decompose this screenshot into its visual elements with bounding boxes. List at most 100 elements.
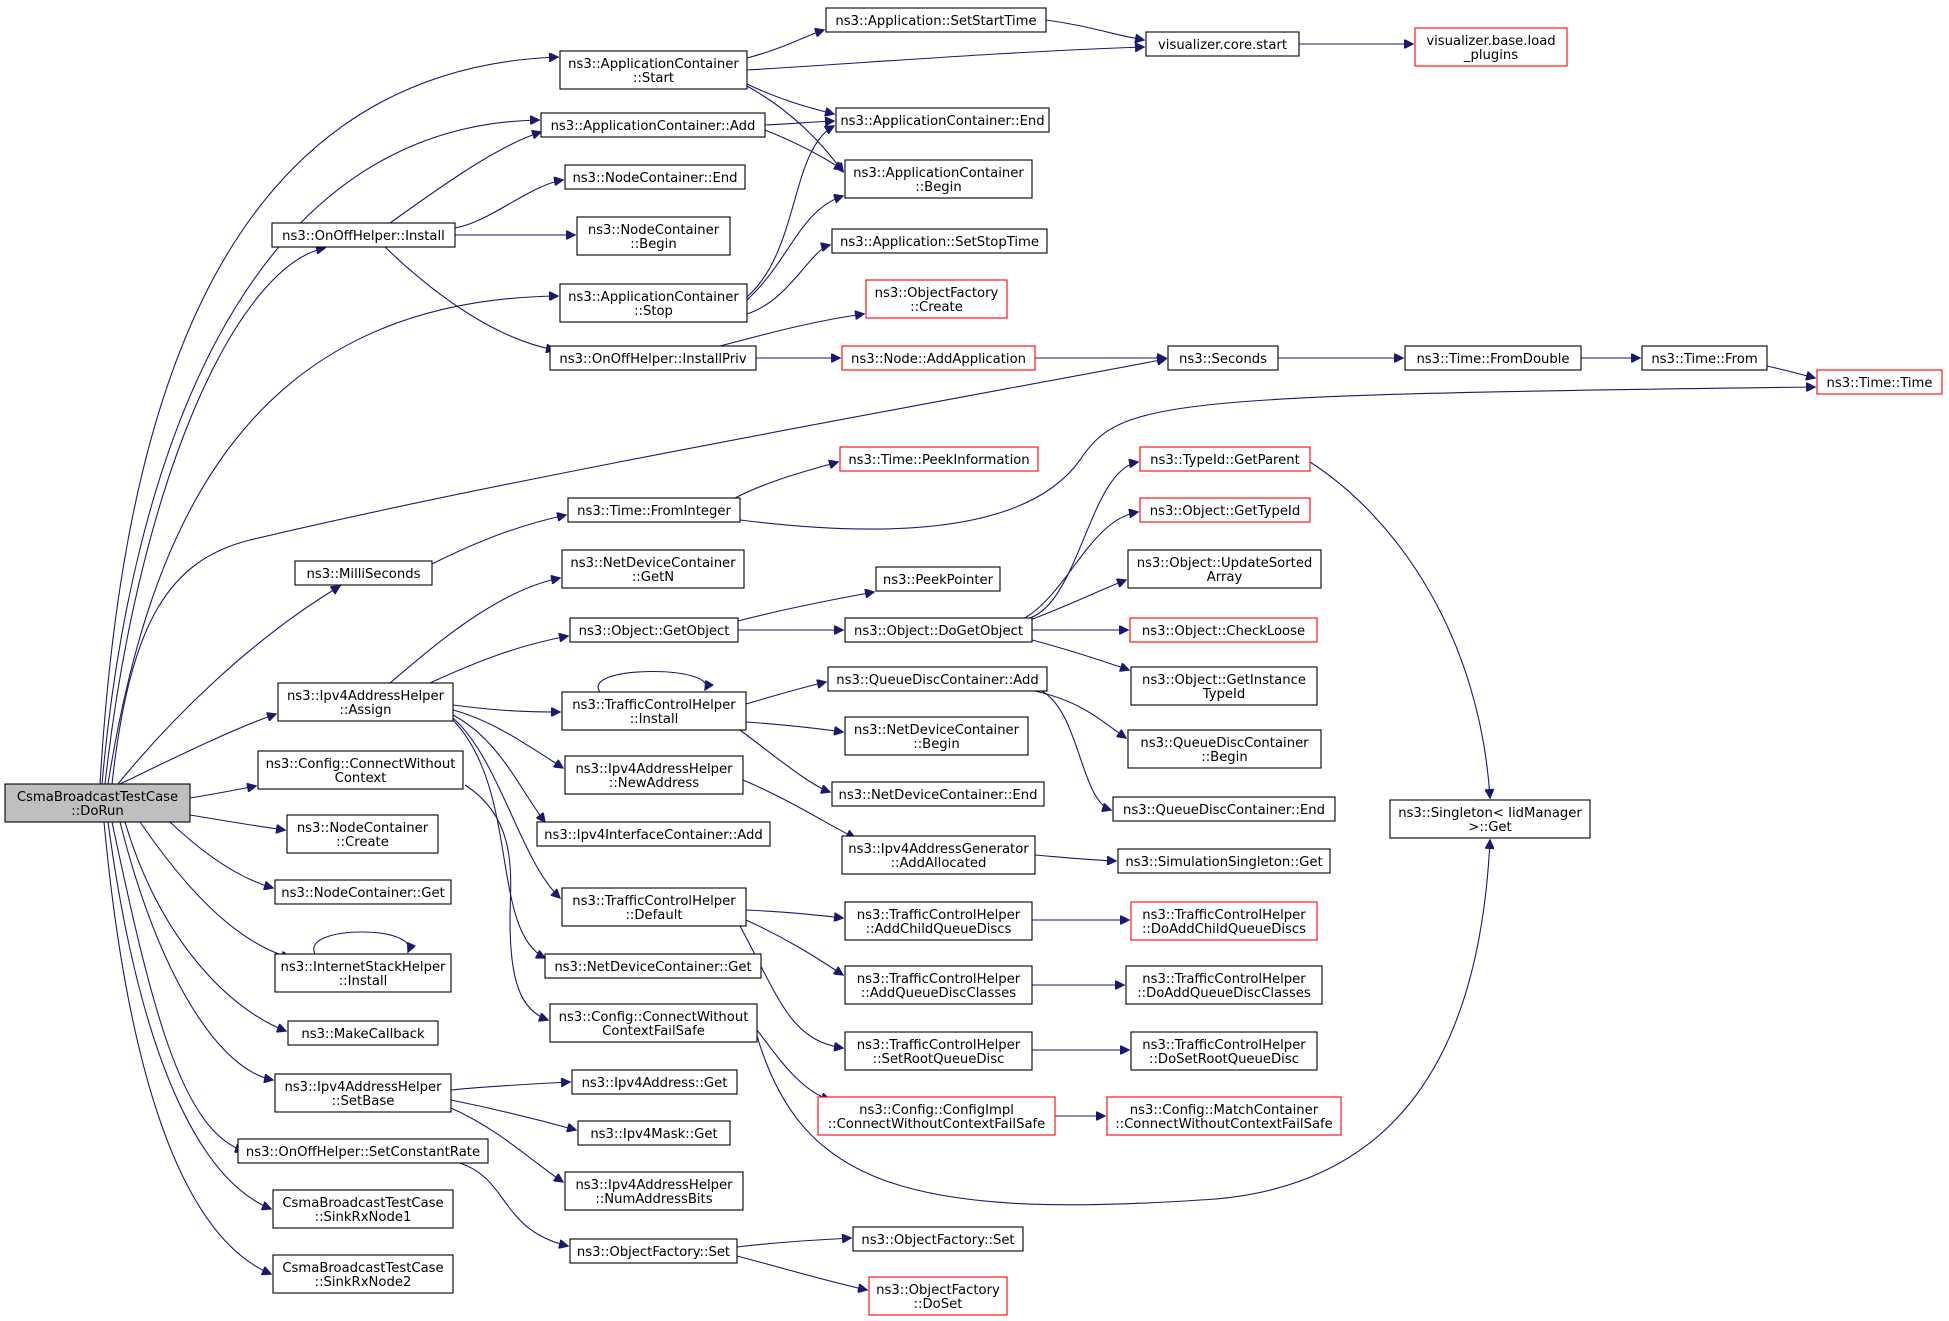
node-appBegin[interactable]: ns3::ApplicationContainer::Begin <box>844 159 1033 199</box>
node-appStop[interactable]: ns3::ApplicationContainer::Stop <box>559 283 748 323</box>
node-ndcGet[interactable]: ns3::NetDeviceContainer::Get <box>544 953 762 979</box>
node-peekInfo[interactable]: ns3::Time::PeekInformation <box>839 446 1039 472</box>
node-qdcEnd[interactable]: ns3::QueueDiscContainer::End <box>1112 796 1336 822</box>
node-box <box>1641 345 1768 371</box>
edge-getParent-to-singleton <box>1309 461 1490 798</box>
node-label-line: ::GetN <box>632 570 674 585</box>
node-setStop[interactable]: ns3::Application::SetStopTime <box>831 228 1048 254</box>
node-ncGet[interactable]: ns3::NodeContainer::Get <box>274 879 452 905</box>
node-ipv4MaskGet[interactable]: ns3::Ipv4Mask::Get <box>577 1120 731 1146</box>
node-vizStart[interactable]: visualizer.core.start <box>1145 31 1300 57</box>
node-ishInstall[interactable]: ns3::InternetStackHelper::Install <box>274 953 452 993</box>
node-cfgFailSafe[interactable]: ns3::Config::ConnectWithoutContextFailSa… <box>549 1003 758 1043</box>
node-cfgConnect[interactable]: ns3::Config::ConnectWithoutContext <box>257 750 464 790</box>
node-box <box>875 566 1001 592</box>
node-ipv4Assign[interactable]: ns3::Ipv4AddressHelper::Assign <box>277 682 454 722</box>
node-simSingleton[interactable]: ns3::SimulationSingleton::Get <box>1117 848 1331 874</box>
node-getObject[interactable]: ns3::Object::GetObject <box>569 617 739 643</box>
node-label-line: ns3::NodeContainer::End <box>572 171 737 186</box>
node-ndcEnd[interactable]: ns3::NetDeviceContainer::End <box>831 781 1045 807</box>
node-box <box>1414 27 1568 67</box>
node-fromInteger[interactable]: ns3::Time::FromInteger <box>567 497 741 523</box>
node-ifcAdd[interactable]: ns3::Ipv4InterfaceContainer::Add <box>536 821 771 847</box>
edge-ipv4Assign-to-getObject <box>429 636 568 684</box>
node-box <box>561 549 745 589</box>
node-label-line: ns3::ObjectFactory <box>875 286 999 301</box>
node-ncEnd[interactable]: ns3::NodeContainer::End <box>564 164 746 190</box>
node-box <box>1129 617 1318 643</box>
node-vizLoad[interactable]: visualizer.base.load_plugins <box>1414 27 1568 67</box>
node-doSetRootQD[interactable]: ns3::TrafficControlHelper::DoSetRootQueu… <box>1130 1031 1318 1071</box>
node-label-line: ns3::TrafficControlHelper <box>857 1038 1021 1053</box>
node-nodeAddApp[interactable]: ns3::Node::AddApplication <box>841 345 1036 371</box>
node-addChildQD[interactable]: ns3::TrafficControlHelper::AddChildQueue… <box>844 901 1033 941</box>
node-peekPtr[interactable]: ns3::PeekPointer <box>875 566 1001 592</box>
node-addAlloc[interactable]: ns3::Ipv4AddressGenerator::AddAllocated <box>841 835 1036 875</box>
node-sink2[interactable]: CsmaBroadcastTestCase::SinkRxNode2 <box>272 1254 454 1294</box>
node-label-line: ns3::MilliSeconds <box>307 567 421 582</box>
node-ndcGetN[interactable]: ns3::NetDeviceContainer::GetN <box>561 549 745 589</box>
edge-ipv4Assign-to-ifcAdd <box>452 714 545 822</box>
edge-doGetObject-to-updSorted <box>1029 580 1126 621</box>
node-appStart[interactable]: ns3::ApplicationContainer::Start <box>559 50 748 90</box>
node-ofSet[interactable]: ns3::ObjectFactory::Set <box>569 1238 738 1264</box>
node-label-line: ns3::ApplicationContainer <box>853 166 1024 181</box>
node-label-line: ::Begin <box>630 237 676 252</box>
node-label-line: CsmaBroadcastTestCase <box>282 1196 443 1211</box>
node-addQDClasses[interactable]: ns3::TrafficControlHelper::AddQueueDiscC… <box>844 965 1033 1005</box>
node-fromDouble[interactable]: ns3::Time::FromDouble <box>1404 345 1582 371</box>
node-ndcBegin[interactable]: ns3::NetDeviceContainer::Begin <box>844 716 1029 756</box>
node-ofCreate[interactable]: ns3::ObjectFactory::Create <box>865 279 1008 319</box>
node-checkLoose[interactable]: ns3::Object::CheckLoose <box>1129 617 1318 643</box>
node-onoffInstall[interactable]: ns3::OnOffHelper::Install <box>271 222 456 248</box>
node-doAddQDClasses[interactable]: ns3::TrafficControlHelper::DoAddQueueDis… <box>1125 965 1323 1005</box>
node-ncBegin[interactable]: ns3::NodeContainer::Begin <box>576 216 731 256</box>
node-tchDefault[interactable]: ns3::TrafficControlHelper::Default <box>561 887 747 927</box>
node-label-line: ns3::Seconds <box>1179 352 1267 367</box>
node-qdcBegin[interactable]: ns3::QueueDiscContainer::Begin <box>1127 729 1322 769</box>
node-qdcAdd[interactable]: ns3::QueueDiscContainer::Add <box>827 666 1048 692</box>
node-numAddrBits[interactable]: ns3::Ipv4AddressHelper::NumAddressBits <box>564 1171 744 1211</box>
edge-tchInstall-to-ndcEnd <box>739 729 830 792</box>
node-label-line: ns3::Ipv4Address::Get <box>582 1076 728 1091</box>
node-makeCb[interactable]: ns3::MakeCallback <box>287 1020 439 1046</box>
node-label-line: ns3::Config::MatchContainer <box>1130 1103 1319 1118</box>
edge-ishInstall-to-ishInstall <box>313 931 409 955</box>
node-timeTime[interactable]: ns3::Time::Time <box>1816 369 1943 395</box>
node-appAdd[interactable]: ns3::ApplicationContainer::Add <box>540 112 766 138</box>
node-ipv4SetBase[interactable]: ns3::Ipv4AddressHelper::SetBase <box>274 1073 452 1113</box>
node-tchInstall[interactable]: ns3::TrafficControlHelper::Install <box>561 691 747 731</box>
node-ofDoSet[interactable]: ns3::ObjectFactory::DoSet <box>868 1276 1008 1316</box>
node-setRootQD[interactable]: ns3::TrafficControlHelper::SetRootQueueD… <box>844 1031 1033 1071</box>
node-box <box>569 1238 738 1264</box>
node-box <box>839 446 1039 472</box>
node-setStart[interactable]: ns3::Application::SetStartTime <box>825 7 1047 33</box>
edge-cfgFailSafe-to-singleton <box>756 840 1490 1206</box>
node-getTypeId[interactable]: ns3::Object::GetTypeId <box>1139 497 1311 523</box>
node-getParent[interactable]: ns3::TypeId::GetParent <box>1139 446 1311 472</box>
node-label-line: ns3::Node::AddApplication <box>851 352 1026 367</box>
node-newAddr[interactable]: ns3::Ipv4AddressHelper::NewAddress <box>564 755 744 795</box>
node-seconds[interactable]: ns3::Seconds <box>1167 345 1279 371</box>
node-cfgImpl[interactable]: ns3::Config::ConfigImpl::ConnectWithoutC… <box>817 1096 1056 1136</box>
node-ipv4AddrGet[interactable]: ns3::Ipv4Address::Get <box>571 1069 738 1095</box>
edge-root-to-appAdd <box>101 120 539 785</box>
node-matchCont[interactable]: ns3::Config::MatchContainer::ConnectWith… <box>1106 1096 1342 1136</box>
node-milli[interactable]: ns3::MilliSeconds <box>294 560 433 586</box>
node-sink1[interactable]: CsmaBroadcastTestCase::SinkRxNode1 <box>272 1189 454 1229</box>
edge-tchInstall-to-tchInstall <box>597 670 706 693</box>
node-root[interactable]: CsmaBroadcastTestCase::DoRun <box>4 783 191 823</box>
node-doAddChildQD[interactable]: ns3::TrafficControlHelper::DoAddChildQue… <box>1130 901 1318 941</box>
node-onoffRate[interactable]: ns3::OnOffHelper::SetConstantRate <box>237 1138 489 1164</box>
node-appEnd[interactable]: ns3::ApplicationContainer::End <box>835 107 1050 133</box>
node-box <box>272 1189 454 1229</box>
node-label-line: ::SinkRxNode2 <box>315 1275 412 1290</box>
node-ofSet2[interactable]: ns3::ObjectFactory::Set <box>852 1226 1024 1252</box>
node-doGetObject[interactable]: ns3::Object::DoGetObject <box>844 617 1033 643</box>
node-timeFrom[interactable]: ns3::Time::From <box>1641 345 1768 371</box>
node-installPriv[interactable]: ns3::OnOffHelper::InstallPriv <box>549 345 757 371</box>
node-singleton[interactable]: ns3::Singleton< IidManager>::Get <box>1389 799 1591 839</box>
node-ncCreate[interactable]: ns3::NodeContainer::Create <box>286 814 439 854</box>
